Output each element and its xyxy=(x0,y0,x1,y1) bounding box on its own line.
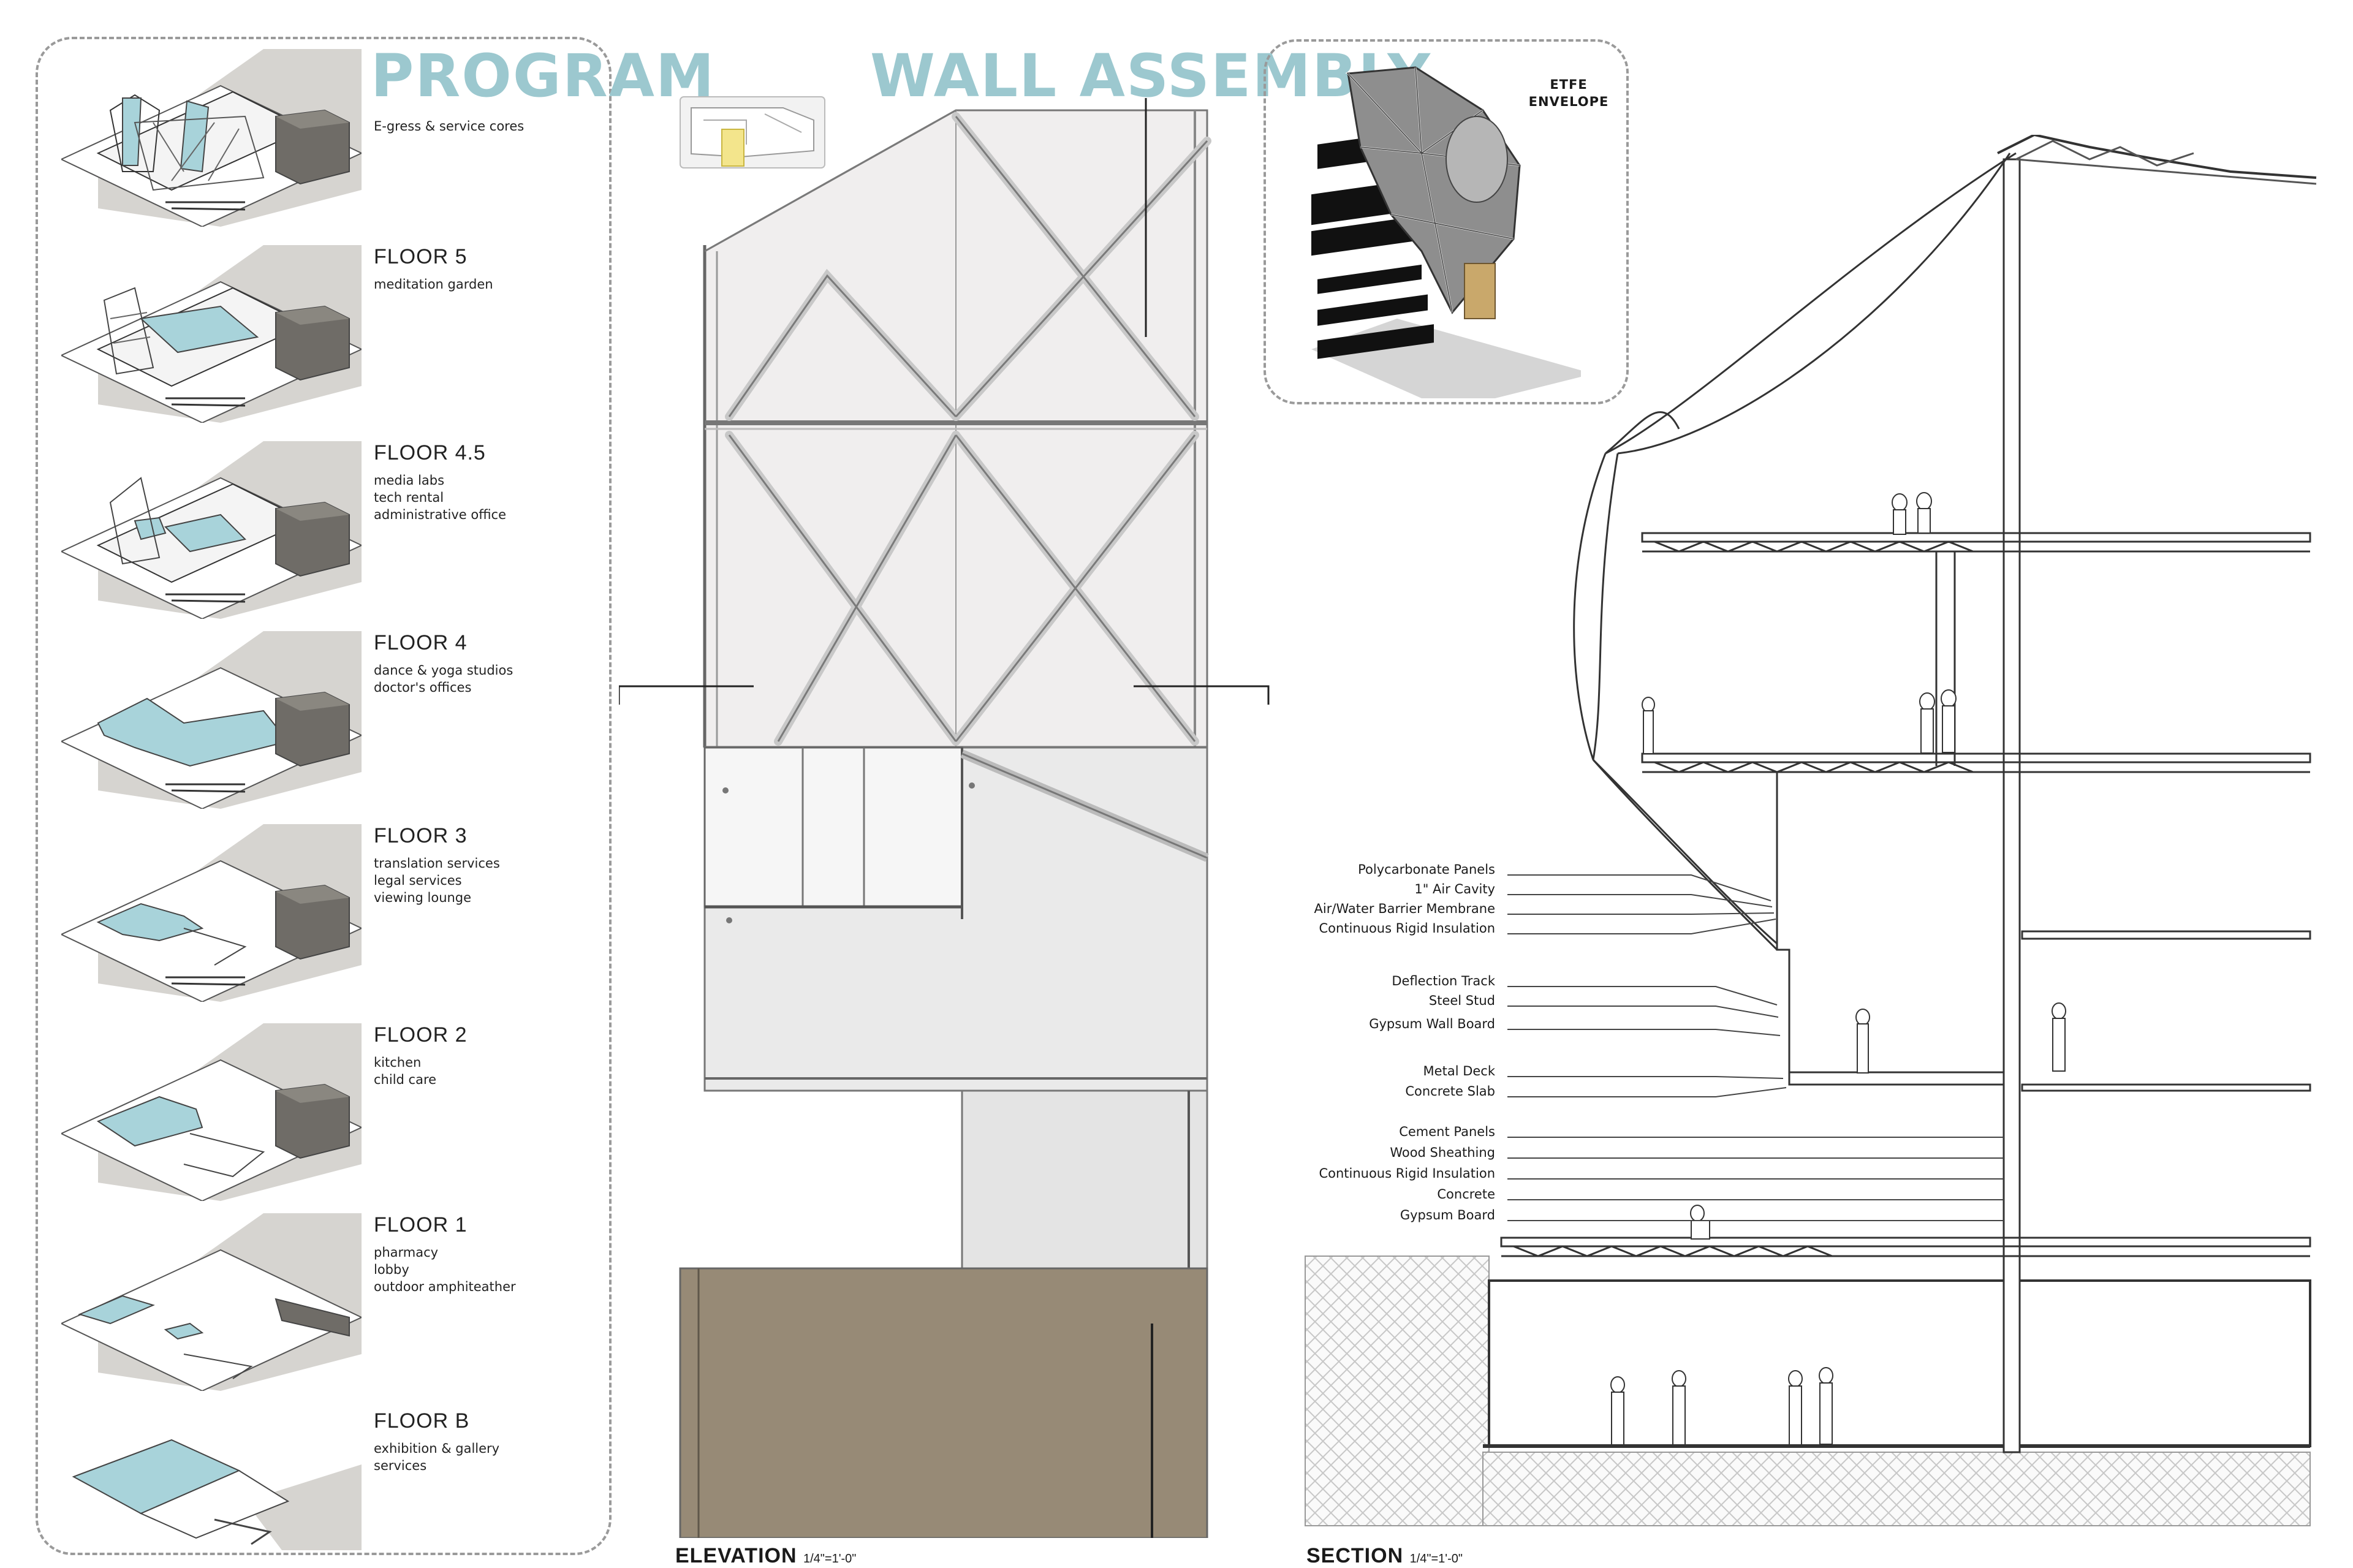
elevation-scale: 1/4"=1'-0" xyxy=(803,1552,857,1566)
elevation-title: ELEVATION xyxy=(675,1544,797,1567)
program-panel xyxy=(36,37,612,1555)
axon-thumbnail-floor-3 xyxy=(61,824,362,1002)
floor-uses: media labs tech rental administrative of… xyxy=(374,472,506,523)
section-title: SECTION xyxy=(1306,1544,1404,1567)
callout-gypsum-wall-board: Gypsum Wall Board xyxy=(1369,1017,1495,1031)
use-item: exhibition & gallery xyxy=(374,1441,500,1456)
floor-uses: translation services legal services view… xyxy=(374,855,500,906)
program-row-floor-b: FLOOR B exhibition & gallery services xyxy=(61,1409,601,1556)
floor-uses: pharmacy lobby outdoor amphiteather xyxy=(374,1244,516,1295)
etfe-label-line1: ETFE xyxy=(1550,77,1588,92)
use-item: lobby xyxy=(374,1262,409,1277)
use-item: child care xyxy=(374,1072,437,1087)
axon-thumbnail-floor-b xyxy=(61,1409,362,1550)
use-item: kitchen xyxy=(374,1055,422,1070)
callout-polycarbonate: Polycarbonate Panels xyxy=(1358,862,1495,877)
callout-deflection-track: Deflection Track xyxy=(1392,974,1495,988)
callout-steel-stud: Steel Stud xyxy=(1428,993,1495,1008)
program-row-floor-2: FLOOR 2 kitchen child care xyxy=(61,1023,601,1207)
floor-name: FLOOR 4.5 xyxy=(374,441,486,464)
section-callouts: Polycarbonate Panels 1" Air Cavity Air/W… xyxy=(1287,858,1495,1225)
use-item: administrative office xyxy=(374,507,507,522)
program-row-floor-3: FLOOR 3 translation services legal servi… xyxy=(61,824,601,1008)
program-row-floor-4-5: FLOOR 4.5 media labs tech rental adminis… xyxy=(61,441,601,625)
use-item: translation services xyxy=(374,856,500,871)
callout-air-water-barrier: Air/Water Barrier Membrane xyxy=(1314,901,1495,916)
use-item: pharmacy xyxy=(374,1245,439,1260)
floor-name: FLOOR 3 xyxy=(374,824,468,847)
floor-name: FLOOR 5 xyxy=(374,245,468,268)
use-item: media labs xyxy=(374,473,445,488)
program-row-floor-5: FLOOR 5 meditation garden xyxy=(61,245,601,429)
callout-cement-panels: Cement Panels xyxy=(1399,1124,1495,1139)
etfe-axon-drawing xyxy=(1311,66,1581,398)
use-item: doctor's offices xyxy=(374,680,472,695)
axon-thumbnail-floor-2 xyxy=(61,1023,362,1201)
floor-name: FLOOR 4 xyxy=(374,631,468,654)
floor-uses: kitchen child care xyxy=(374,1054,436,1088)
use-item: legal services xyxy=(374,873,462,888)
axon-thumbnail-cores xyxy=(61,49,362,227)
section-drawing xyxy=(1305,135,2317,1526)
floor-name: FLOOR 1 xyxy=(374,1213,468,1237)
wall-assembly-title: WALL ASSEMBLY xyxy=(870,42,1431,110)
program-row-floor-1: FLOOR 1 pharmacy lobby outdoor amphiteat… xyxy=(61,1213,601,1397)
floor-name: FLOOR B xyxy=(374,1409,470,1433)
floor-uses: exhibition & gallery services xyxy=(374,1440,499,1474)
use-item: services xyxy=(374,1458,427,1473)
use-item: outdoor amphiteather xyxy=(374,1279,516,1294)
section-scale: 1/4"=1'-0" xyxy=(1409,1552,1463,1566)
elevation-drawing xyxy=(619,98,1270,1538)
use-item: E-gress & service cores xyxy=(374,119,525,134)
axon-thumbnail-floor-4 xyxy=(61,631,362,809)
use-item: tech rental xyxy=(374,490,444,505)
floor-uses: dance & yoga studios doctor's offices xyxy=(374,662,513,696)
callout-rigid-insulation: Continuous Rigid Insulation xyxy=(1319,921,1495,936)
etfe-label-line2: ENVELOPE xyxy=(1528,94,1609,109)
floor-uses: meditation garden xyxy=(374,276,493,293)
section-label: SECTION 1/4"=1'-0" xyxy=(1306,1544,1463,1568)
callout-gypsum-board: Gypsum Board xyxy=(1400,1208,1495,1222)
callout-concrete-slab: Concrete Slab xyxy=(1405,1084,1495,1099)
program-row-floor-4: FLOOR 4 dance & yoga studios doctor's of… xyxy=(61,631,601,815)
elevation-label: ELEVATION 1/4"=1'-0" xyxy=(675,1544,856,1568)
use-item: meditation garden xyxy=(374,277,493,292)
use-item: dance & yoga studios xyxy=(374,663,513,678)
axon-thumbnail-floor-4-5 xyxy=(61,441,362,619)
program-row-cores: E-gress & service cores xyxy=(61,49,601,233)
callout-rigid-insulation-2: Continuous Rigid Insulation xyxy=(1319,1166,1495,1181)
callout-wood-sheathing: Wood Sheathing xyxy=(1390,1145,1495,1160)
floor-uses: E-gress & service cores xyxy=(374,118,524,135)
axon-thumbnail-floor-1 xyxy=(61,1213,362,1391)
use-item: viewing lounge xyxy=(374,890,472,905)
key-plan xyxy=(680,96,825,169)
callout-concrete: Concrete xyxy=(1437,1187,1495,1202)
etfe-envelope-panel xyxy=(1264,39,1629,404)
callout-metal-deck: Metal Deck xyxy=(1423,1064,1495,1078)
floor-name: FLOOR 2 xyxy=(374,1023,468,1047)
callout-air-cavity: 1" Air Cavity xyxy=(1414,882,1495,896)
etfe-envelope-label: ETFE ENVELOPE xyxy=(1520,76,1618,110)
program-title: PROGRAM xyxy=(371,42,716,110)
axon-thumbnail-floor-5 xyxy=(61,245,362,423)
